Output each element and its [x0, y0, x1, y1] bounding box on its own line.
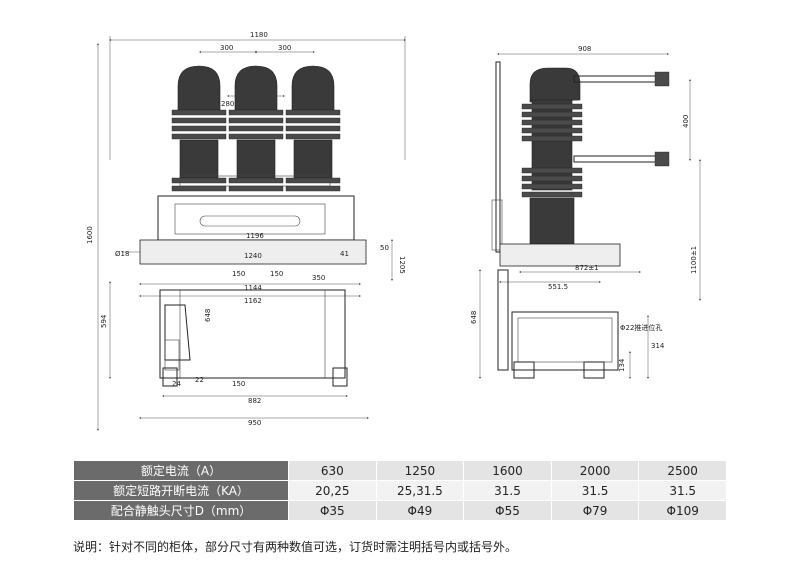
front-view: 1180 300 300 300 280 1600 [86, 31, 406, 431]
dim-41: 41 [340, 250, 349, 258]
dim-24: 24 [172, 380, 181, 388]
spec-table: 额定电流（A） 630 1250 1600 2000 2500 额定短路开断电流… [73, 460, 727, 521]
dim-150-b: 150 [270, 270, 283, 278]
dim-1240: 1240 [244, 252, 262, 260]
dim-882: 882 [248, 397, 261, 405]
row-label: 额定短路开断电流（KA） [73, 480, 289, 501]
table-cell: 2500 [638, 460, 727, 481]
table-cell: Φ49 [375, 500, 465, 521]
dim-648: 648 [204, 309, 212, 322]
table-row: 配合静触头尺寸D（mm） Φ35 Φ49 Φ55 Φ79 Φ109 [73, 500, 727, 521]
table-cell: 25,31.5 [375, 480, 465, 501]
table-row: 额定电流（A） 630 1250 1600 2000 2500 [73, 460, 727, 481]
table-cell: Φ109 [638, 500, 727, 521]
table-cell: 1600 [463, 460, 552, 481]
footnote: 说明：针对不同的柜体，部分尺寸有两种数值可选，订货时需注明括号内或括号外。 [73, 540, 518, 554]
dim-22: 22 [195, 376, 204, 384]
row-label: 额定电流（A） [73, 460, 289, 481]
side-dim-872: 872±1 [575, 264, 599, 272]
side-hole-label: Φ22推进位孔 [620, 323, 662, 332]
table-cell: Φ35 [288, 500, 377, 521]
pole-pitch-2: 300 [278, 44, 291, 52]
side-dim-400: 400 [682, 115, 690, 128]
side-view: 908 400 1100±1 872±1 551.5 [470, 45, 701, 379]
side-dim-648: 648 [470, 311, 478, 324]
technical-drawing: 1180 300 300 300 280 1600 [86, 31, 701, 431]
side-dim-1100: 1100±1 [690, 246, 698, 274]
dim-50: 50 [380, 244, 389, 252]
front-overall-width: 1180 [250, 31, 268, 39]
side-overall-width: 908 [578, 45, 591, 53]
dim-1144: 1144 [244, 284, 262, 292]
dim-150-a: 150 [232, 270, 245, 278]
side-dim-134: 134 [618, 358, 626, 372]
dia-18: Ø18 [115, 250, 129, 258]
table-cell: Φ79 [550, 500, 640, 521]
dim-150-c: 150 [232, 380, 245, 388]
dim-1196: 1196 [246, 232, 264, 240]
side-dim-551: 551.5 [548, 283, 568, 291]
pole-right [285, 65, 341, 192]
pole-inner: 280 [221, 100, 234, 108]
table-cell: 1250 [375, 460, 465, 481]
pole-middle [228, 65, 284, 192]
table-cell: 20,25 [288, 480, 377, 501]
table-cell: 31.5 [463, 480, 552, 501]
table-cell: Φ55 [463, 500, 552, 521]
dim-950: 950 [248, 419, 261, 427]
table-cell: 31.5 [550, 480, 640, 501]
pole-pitch-1: 300 [220, 44, 233, 52]
table-cell: 31.5 [638, 480, 727, 501]
pole-left [171, 65, 227, 192]
table-row: 额定短路开断电流（KA） 20,25 25,31.5 31.5 31.5 31.… [73, 480, 727, 501]
row-label: 配合静触头尺寸D（mm） [73, 500, 289, 521]
dim-1205: 1205 [398, 256, 406, 274]
front-height: 1600 [86, 226, 94, 244]
dim-594: 594 [100, 314, 108, 328]
dim-350: 350 [312, 274, 325, 282]
table-cell: 2000 [550, 460, 640, 481]
side-dim-314: 314 [651, 342, 665, 350]
dim-1162: 1162 [244, 297, 262, 305]
table-cell: 630 [288, 460, 377, 481]
